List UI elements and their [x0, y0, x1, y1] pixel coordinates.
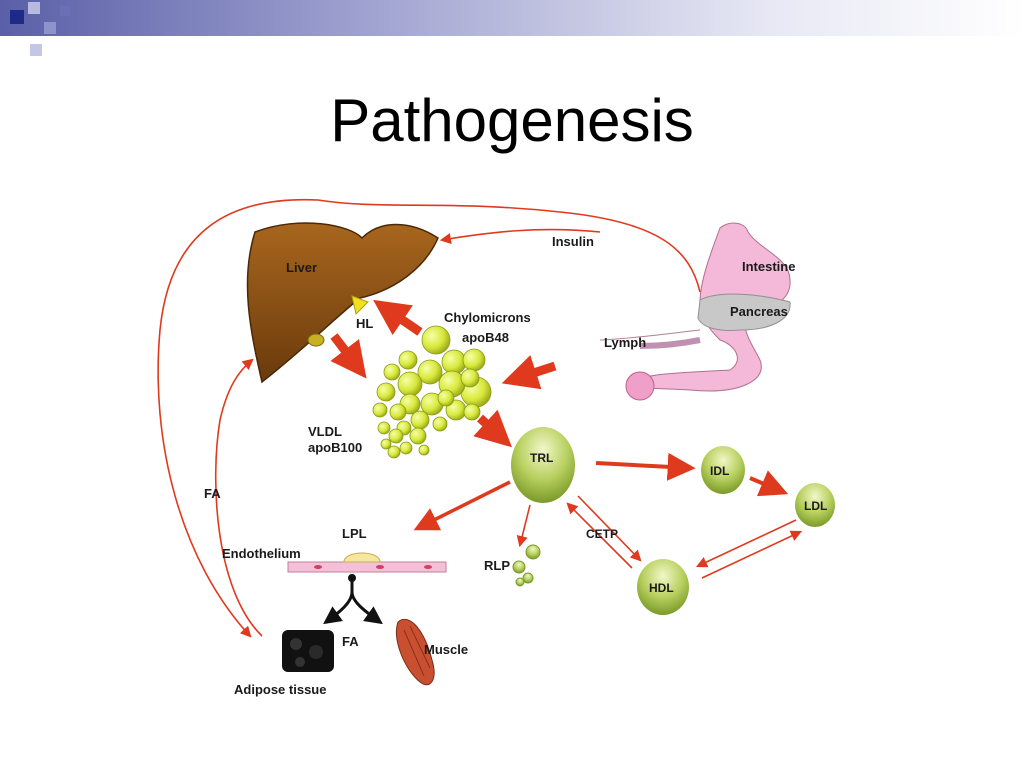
trl-to-lpl-arrow: [413, 480, 511, 531]
chylomicrons-label: Chylomicrons: [444, 310, 531, 325]
fa-split-arrow: [323, 578, 354, 625]
lipoprotein-particle-cluster: [372, 325, 492, 459]
lipid-particle: [383, 363, 401, 381]
lipid-particle: [432, 416, 448, 432]
lipid-particle: [399, 441, 413, 455]
header-square-light: [28, 2, 40, 14]
trl-label: TRL: [530, 451, 553, 465]
insulin-label: Insulin: [552, 234, 594, 249]
lymph-label: Lymph: [604, 335, 646, 350]
lipid-particle: [409, 427, 427, 445]
muscle-label: Muscle: [424, 642, 468, 657]
lipid-particle: [463, 403, 481, 421]
adipose-tissue-shape: [282, 630, 334, 672]
rlp-particle: [522, 572, 534, 584]
vldl-label: VLDL: [308, 424, 342, 439]
gallbladder-shape: [307, 333, 325, 347]
header-gradient-bar: [0, 0, 1024, 36]
trl-to-idl-arrow: [595, 452, 696, 481]
header-square-light: [30, 44, 42, 56]
lipid-particle: [388, 428, 404, 444]
hdl-to-ldl-arrow: [701, 530, 803, 579]
lipid-particle: [387, 445, 401, 459]
lpl-label: LPL: [342, 526, 367, 541]
fa-to-liver-arrow: [214, 358, 263, 637]
hl-marker: [351, 295, 369, 315]
apob48-label: apoB48: [462, 330, 509, 345]
hdl-label: HDL: [649, 581, 674, 595]
fa-split-node: [348, 574, 356, 582]
liver-to-vldl-arrow: [330, 333, 367, 379]
liver-shape: [246, 222, 439, 384]
lipid-particle: [421, 325, 451, 355]
intestine-label: Intestine: [742, 259, 795, 274]
rlp-particle: [515, 577, 525, 587]
rlp-particle: [512, 560, 526, 574]
lipid-particle: [410, 410, 430, 430]
intestine-cross-section: [625, 371, 655, 401]
lipid-particle: [462, 348, 486, 372]
endothelium-nucleus: [424, 565, 432, 569]
endothelium-nucleus: [376, 565, 384, 569]
chylomicron-to-liver-arrow: [373, 299, 423, 336]
ldl-to-hdl-arrow: [695, 519, 797, 568]
ldl-particle: [795, 483, 835, 527]
header-square-dark: [10, 10, 24, 24]
particles-to-trl-arrow: [473, 409, 512, 448]
trl-to-hdl-arrow: [577, 495, 642, 562]
endothelium-strip: [287, 561, 447, 573]
lipid-particle: [398, 350, 418, 370]
lipid-particle: [397, 371, 423, 397]
lymph-to-particles-arrow: [501, 355, 557, 390]
hl-label: HL: [356, 316, 373, 331]
ldl-label: LDL: [804, 499, 827, 513]
idl-label: IDL: [710, 464, 729, 478]
insulin-to-liver-arrow: [439, 228, 601, 245]
header-square-light: [44, 22, 56, 34]
lpl-enzyme: [343, 552, 381, 563]
lipid-particle: [460, 368, 480, 388]
lipid-particle: [441, 349, 467, 375]
muscle-shape: [396, 619, 435, 686]
liver-label: Liver: [286, 260, 317, 275]
insulin-arrow: [157, 198, 701, 638]
hdl-to-trl-arrow: [566, 502, 633, 569]
lipid-particle: [372, 402, 388, 418]
fa-left-label: FA: [204, 486, 221, 501]
rlp-particle: [525, 544, 541, 560]
hdl-particle: [637, 559, 689, 615]
lipid-particle: [418, 444, 430, 456]
trl-to-rlp-arrow: [516, 504, 531, 548]
cetp-label: CETP: [586, 527, 618, 541]
lipid-particle: [380, 438, 392, 450]
fa-split-arrow: [350, 591, 383, 625]
pancreas-label: Pancreas: [730, 304, 788, 319]
rlp-label: RLP: [484, 558, 510, 573]
adipose-tissue-label: Adipose tissue: [234, 682, 326, 697]
endothelium-label: Endothelium: [222, 546, 301, 561]
slide-title: Pathogenesis: [330, 87, 694, 154]
idl-particle: [701, 446, 745, 494]
trl-particle: [511, 427, 575, 503]
fa-bottom-label: FA: [342, 634, 359, 649]
lipid-particle: [377, 421, 391, 435]
pancreas-shape: [697, 293, 791, 331]
lipid-particle: [376, 382, 396, 402]
lipid-particle: [389, 403, 407, 421]
apob100-label: apoB100: [308, 440, 362, 455]
lipid-particle: [417, 359, 443, 385]
lipid-particle: [437, 389, 455, 407]
idl-to-ldl-arrow: [749, 470, 789, 497]
header-square-dark: [60, 6, 70, 16]
endothelium-nucleus: [314, 565, 322, 569]
